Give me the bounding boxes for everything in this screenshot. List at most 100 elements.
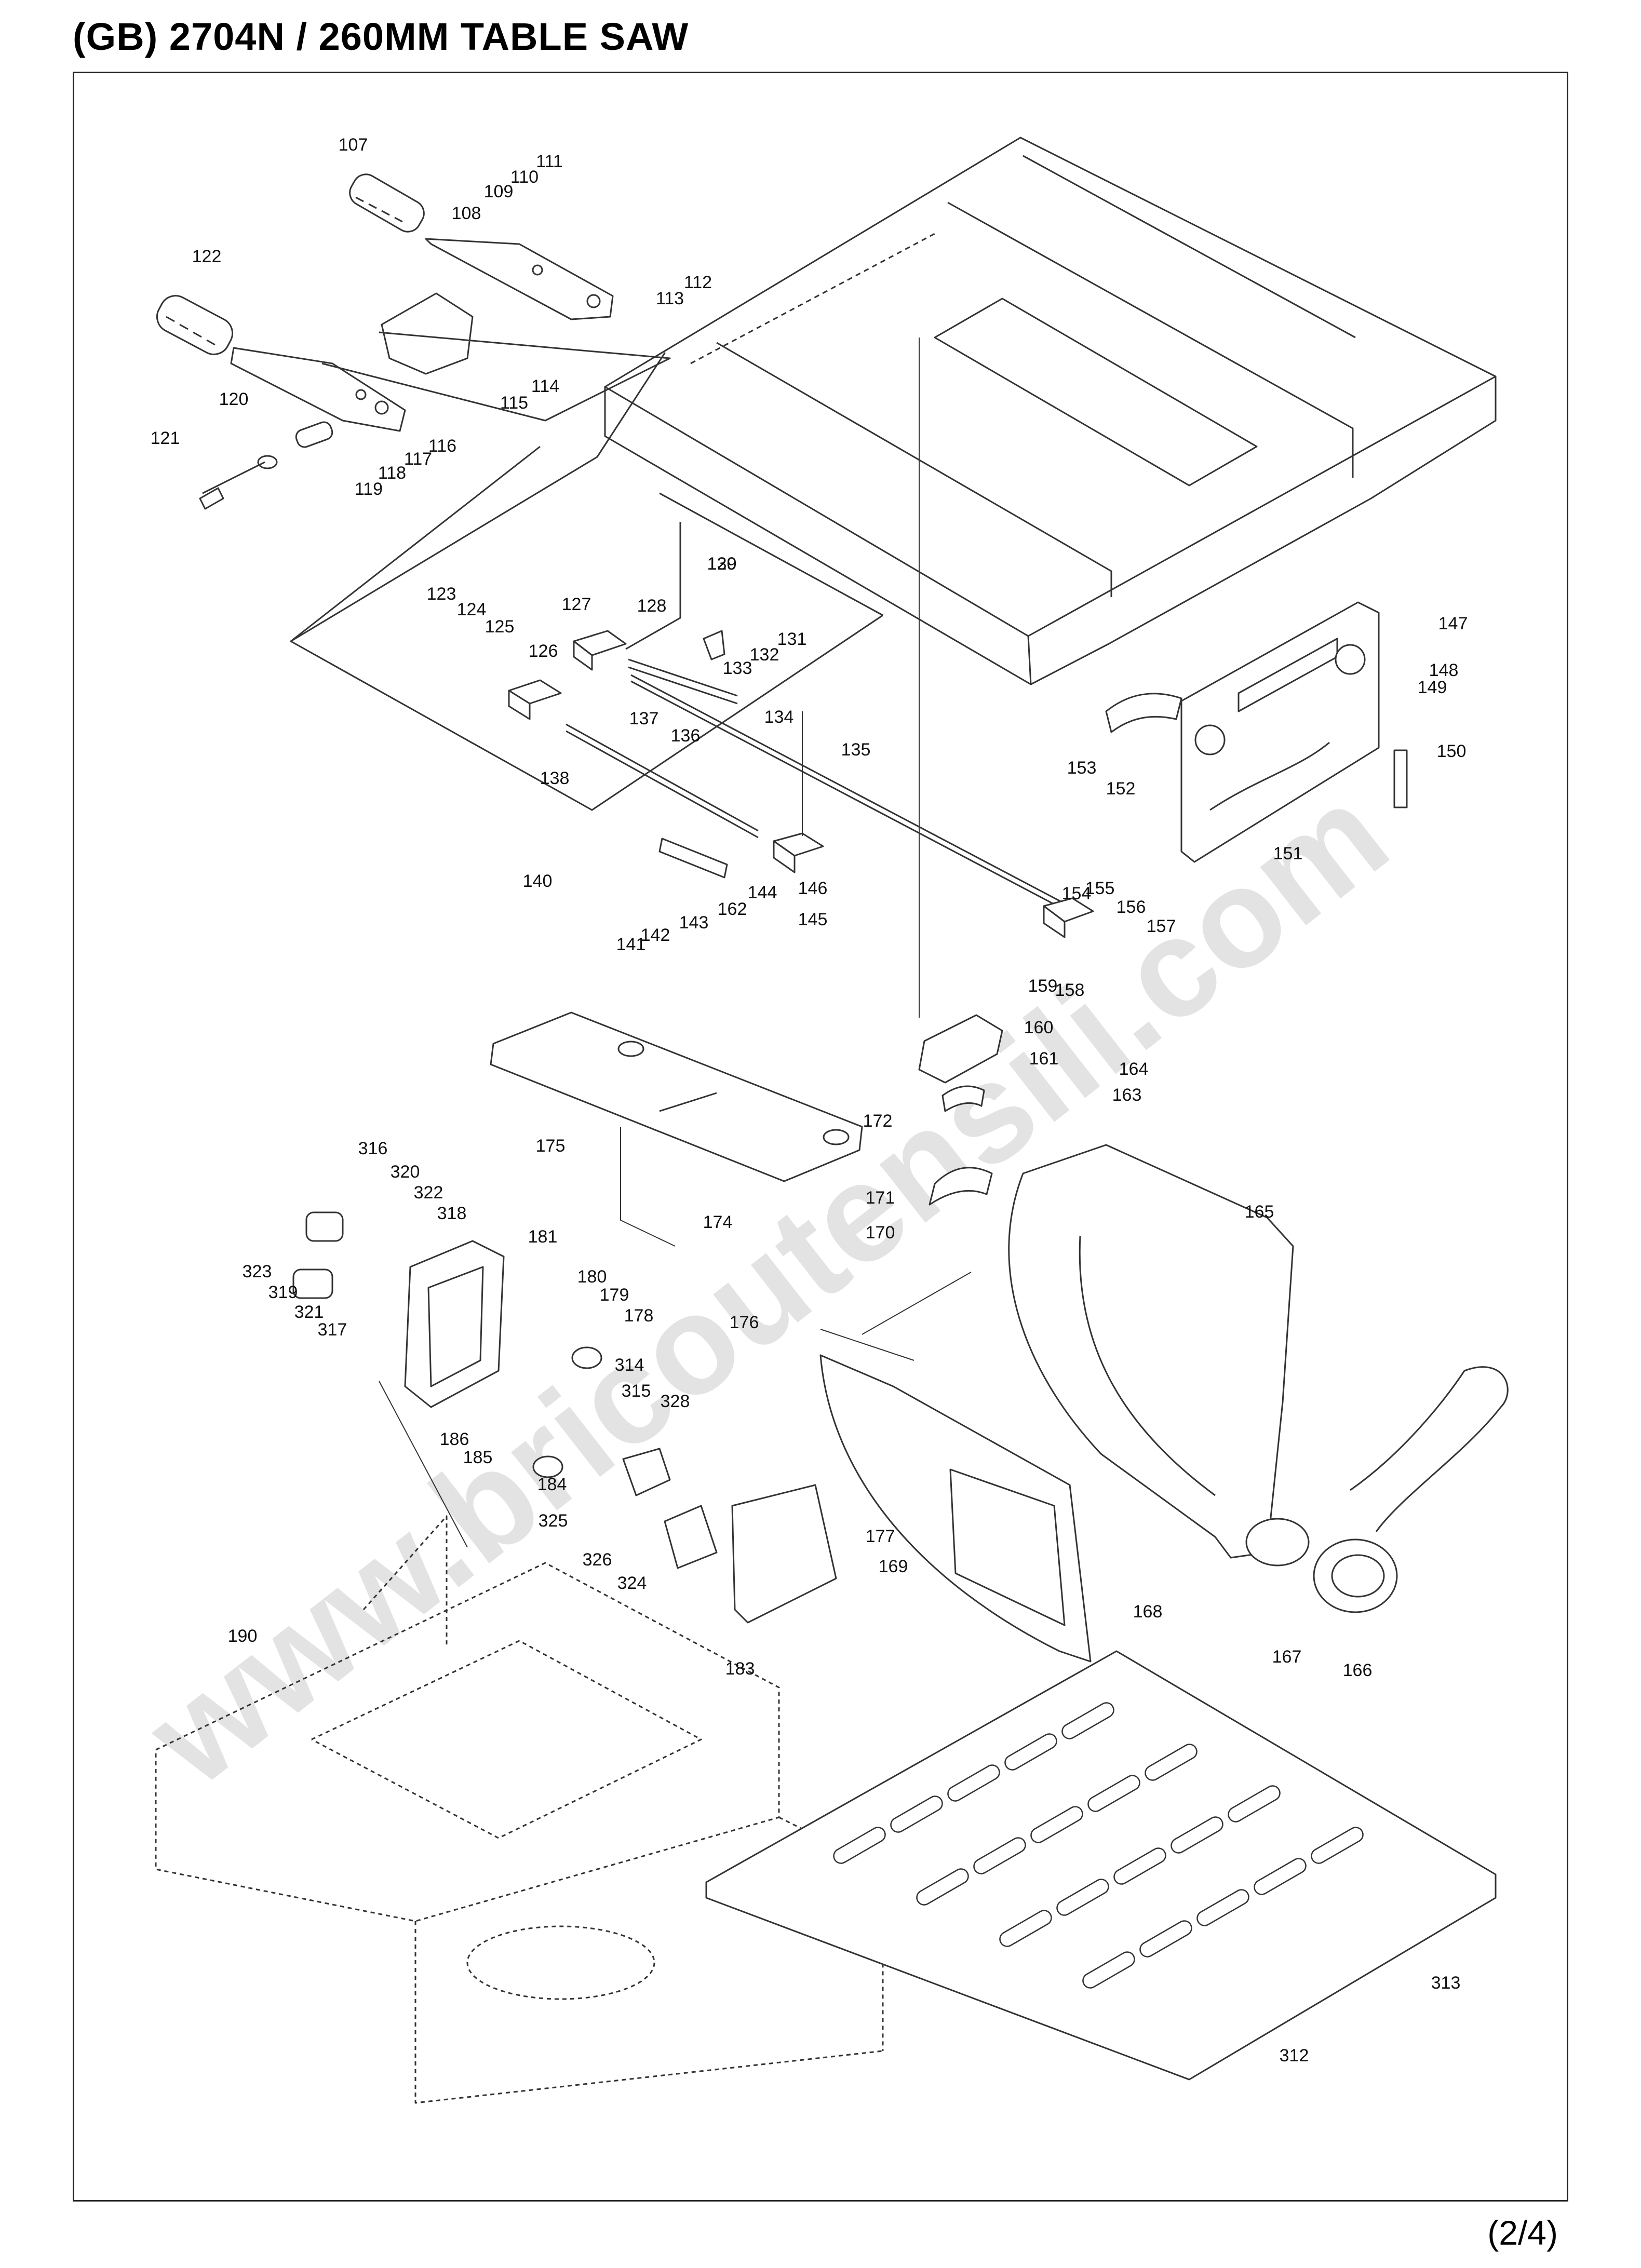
base-cabinet [155,1515,884,2104]
part-label-169: 169 [879,1557,908,1576]
part-label-140: 140 [523,871,553,891]
part-label-174: 174 [703,1212,733,1232]
part-label-141: 141 [616,935,646,954]
part-label-147: 147 [1438,614,1468,633]
part-label-316: 316 [358,1139,388,1158]
part-label-124: 124 [457,600,487,619]
part-label-177: 177 [866,1527,895,1546]
diagram-frame [73,72,1568,2202]
rods [566,658,1065,911]
part-label-328: 328 [661,1392,690,1411]
blade-cover-housing [819,1144,1509,1663]
part-label-115: 115 [500,393,528,413]
part-label-152: 152 [1106,779,1136,799]
part-label-149: 149 [1418,678,1447,697]
part-label-130: 130 [707,554,737,574]
part-label-161: 161 [1029,1049,1059,1069]
part-label-183: 183 [725,1659,755,1679]
part-label-137: 137 [629,709,659,728]
part-label-148: 148 [1429,660,1459,680]
part-label-317: 317 [318,1320,347,1340]
part-label-185: 185 [463,1448,493,1467]
trunnion-plate [1105,601,1408,863]
part-label-121: 121 [151,428,180,448]
part-label-133: 133 [723,658,752,678]
part-label-108: 108 [452,204,481,223]
part-label-107: 107 [339,135,368,155]
part-label-318: 318 [437,1204,467,1223]
part-label-324: 324 [617,1573,647,1593]
part-label-155: 155 [1085,879,1115,898]
part-label-172: 172 [863,1111,893,1131]
part-label-181: 181 [528,1227,558,1247]
part-label-179: 179 [600,1285,629,1305]
part-label-184: 184 [537,1475,567,1494]
part-label-175: 175 [536,1136,566,1156]
part-label-322: 322 [414,1183,443,1203]
part-label-132: 132 [750,645,779,665]
table-insert [490,1011,863,1182]
part-label-159: 159 [1028,976,1058,996]
part-label-319: 319 [268,1282,298,1302]
part-label-180: 180 [577,1267,607,1287]
part-label-176: 176 [730,1313,759,1332]
part-label-111: 111 [536,152,563,171]
switch-assembly [292,1211,837,1624]
part-label-313: 313 [1431,1973,1461,1993]
part-label-126: 126 [529,641,558,661]
part-label-160: 160 [1024,1018,1054,1037]
page-number: (2/4) [1487,2213,1558,2252]
part-label-109: 109 [484,182,514,201]
part-label-114: 114 [531,376,559,396]
part-label-144: 144 [748,883,777,902]
guard-box [290,331,883,811]
part-label-154: 154 [1062,884,1092,903]
part-label-123: 123 [427,584,456,604]
part-label-170: 170 [866,1223,895,1243]
part-label-122: 122 [192,247,222,266]
part-label-321: 321 [294,1302,324,1322]
part-label-113: 113 [656,289,684,308]
part-label-110: 110 [510,167,539,187]
part-label-171: 171 [866,1188,895,1208]
part-label-134: 134 [764,707,794,727]
part-label-168: 168 [1133,1602,1163,1622]
part-label-315: 315 [622,1381,651,1401]
bottom-plate [705,1650,1497,2081]
handle-107 [349,173,614,320]
page-title: (GB) 2704N / 260MM TABLE SAW [73,15,689,58]
part-label-112: 112 [684,273,712,292]
part-label-127: 127 [562,595,591,614]
handle-122 [156,292,474,510]
part-label-326: 326 [583,1550,612,1570]
part-label-153: 153 [1067,758,1097,778]
part-label-165: 165 [1245,1202,1274,1222]
part-label-128: 128 [637,596,667,616]
part-label-119: 119 [355,479,383,499]
part-label-158: 158 [1055,980,1085,1000]
part-label-156: 156 [1117,897,1146,917]
part-label-320: 320 [391,1162,420,1182]
part-label-131: 131 [777,629,807,649]
part-label-190: 190 [228,1626,258,1646]
part-label-120: 120 [219,389,249,409]
part-label-116: 116 [428,436,456,456]
part-label-325: 325 [539,1511,568,1531]
part-label-163: 163 [1112,1085,1142,1105]
part-label-162: 162 [718,899,747,919]
part-label-117: 117 [404,449,432,469]
part-label-142: 142 [641,925,670,945]
part-label-164: 164 [1119,1059,1149,1079]
part-label-323: 323 [243,1262,272,1281]
part-label-129: 129 [707,554,737,574]
part-label-138: 138 [540,768,570,788]
part-label-135: 135 [841,740,871,760]
part-label-125: 125 [485,617,515,637]
part-label-143: 143 [679,913,709,933]
part-label-145: 145 [798,910,828,929]
part-label-150: 150 [1437,741,1467,761]
part-label-118: 118 [378,463,406,483]
leader-lines [379,338,972,1548]
